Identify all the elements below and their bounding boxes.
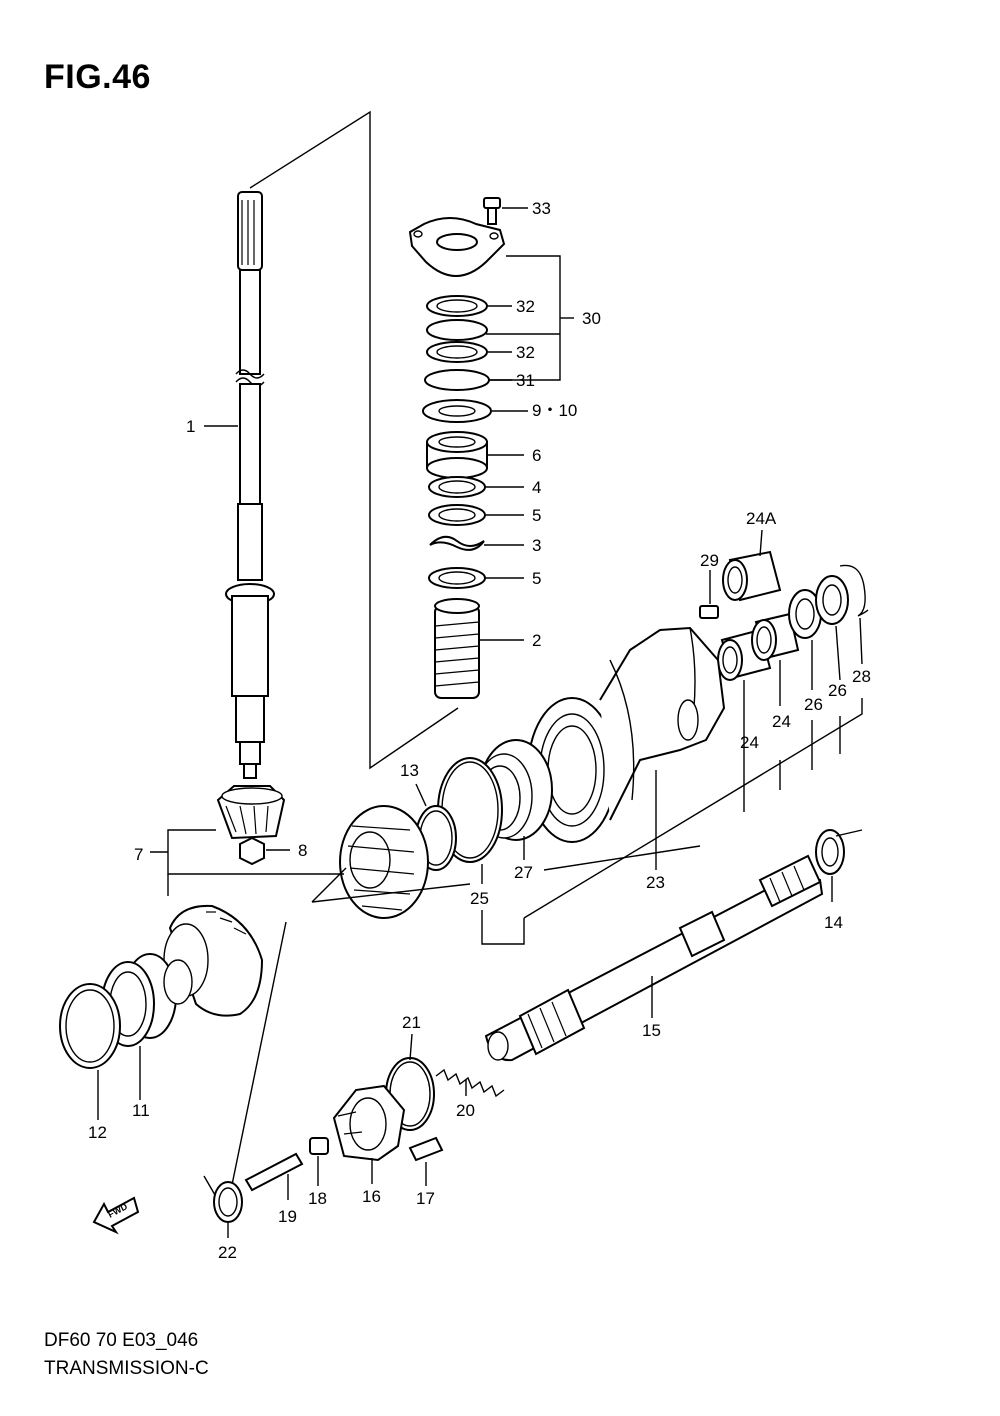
callout-26-left: 26 — [804, 695, 823, 714]
callout-24-right: 24 — [772, 712, 791, 731]
drive-shaft-part-1 — [225, 110, 459, 779]
clutch-dog-group — [213, 1033, 505, 1238]
callout-11: 11 — [132, 1101, 150, 1120]
callout-26-right: 26 — [828, 681, 847, 700]
callout-23: 23 — [646, 873, 665, 892]
callout-12: 12 — [88, 1123, 107, 1142]
callout-7: 7 — [134, 845, 143, 864]
callout-15: 15 — [642, 1021, 661, 1040]
callout-8: 8 — [298, 841, 307, 860]
callout-21: 21 — [402, 1013, 421, 1032]
callout-4: 4 — [532, 478, 541, 497]
figure-title: FIG.46 — [44, 58, 151, 96]
callout-18: 18 — [308, 1189, 327, 1208]
callout-32-upper: 32 — [516, 297, 535, 316]
callout-25: 25 — [470, 889, 489, 908]
callout-28: 28 — [852, 667, 871, 686]
callout-31: 31 — [516, 371, 535, 390]
callout-2: 2 — [532, 631, 541, 650]
callout-3: 3 — [532, 536, 541, 555]
callout-27: 27 — [514, 863, 533, 882]
callout-20: 20 — [456, 1101, 475, 1120]
callout-labels: 33 32 30 32 31 9・10 6 4 5 3 5 2 1 24A 29… — [88, 199, 871, 1262]
pinion-gear-group — [150, 785, 344, 896]
callout-13: 13 — [400, 761, 419, 780]
callout-24-left: 24 — [740, 733, 759, 752]
shim-and-bearing-stack — [408, 197, 574, 699]
callout-30: 30 — [582, 309, 601, 328]
callout-19: 19 — [278, 1207, 297, 1226]
callout-22: 22 — [218, 1243, 237, 1262]
callout-14: 14 — [824, 913, 843, 932]
reverse-gear-group — [59, 904, 287, 1216]
callout-16: 16 — [362, 1187, 381, 1206]
forward-gear-group — [311, 739, 553, 945]
callout-32-lower: 32 — [516, 343, 535, 362]
figure-name: TRANSMISSION-C — [44, 1358, 209, 1379]
leader-lines — [204, 207, 528, 641]
propeller-shaft-housing-group — [523, 529, 869, 919]
callout-24A: 24A — [746, 509, 777, 528]
callout-6: 6 — [532, 446, 541, 465]
callout-1: 1 — [186, 417, 195, 436]
figure-code: DF60 70 E03_046 — [44, 1330, 199, 1351]
callout-5-lower: 5 — [532, 569, 541, 588]
callout-33: 33 — [532, 199, 551, 218]
callout-17: 17 — [416, 1189, 435, 1208]
callout-5-upper: 5 — [532, 506, 541, 525]
callout-9-10: 9・10 — [532, 401, 577, 420]
forward-direction-arrow: FWD — [92, 1196, 140, 1235]
callout-29: 29 — [700, 551, 719, 570]
propeller-shaft-group — [484, 829, 863, 1062]
